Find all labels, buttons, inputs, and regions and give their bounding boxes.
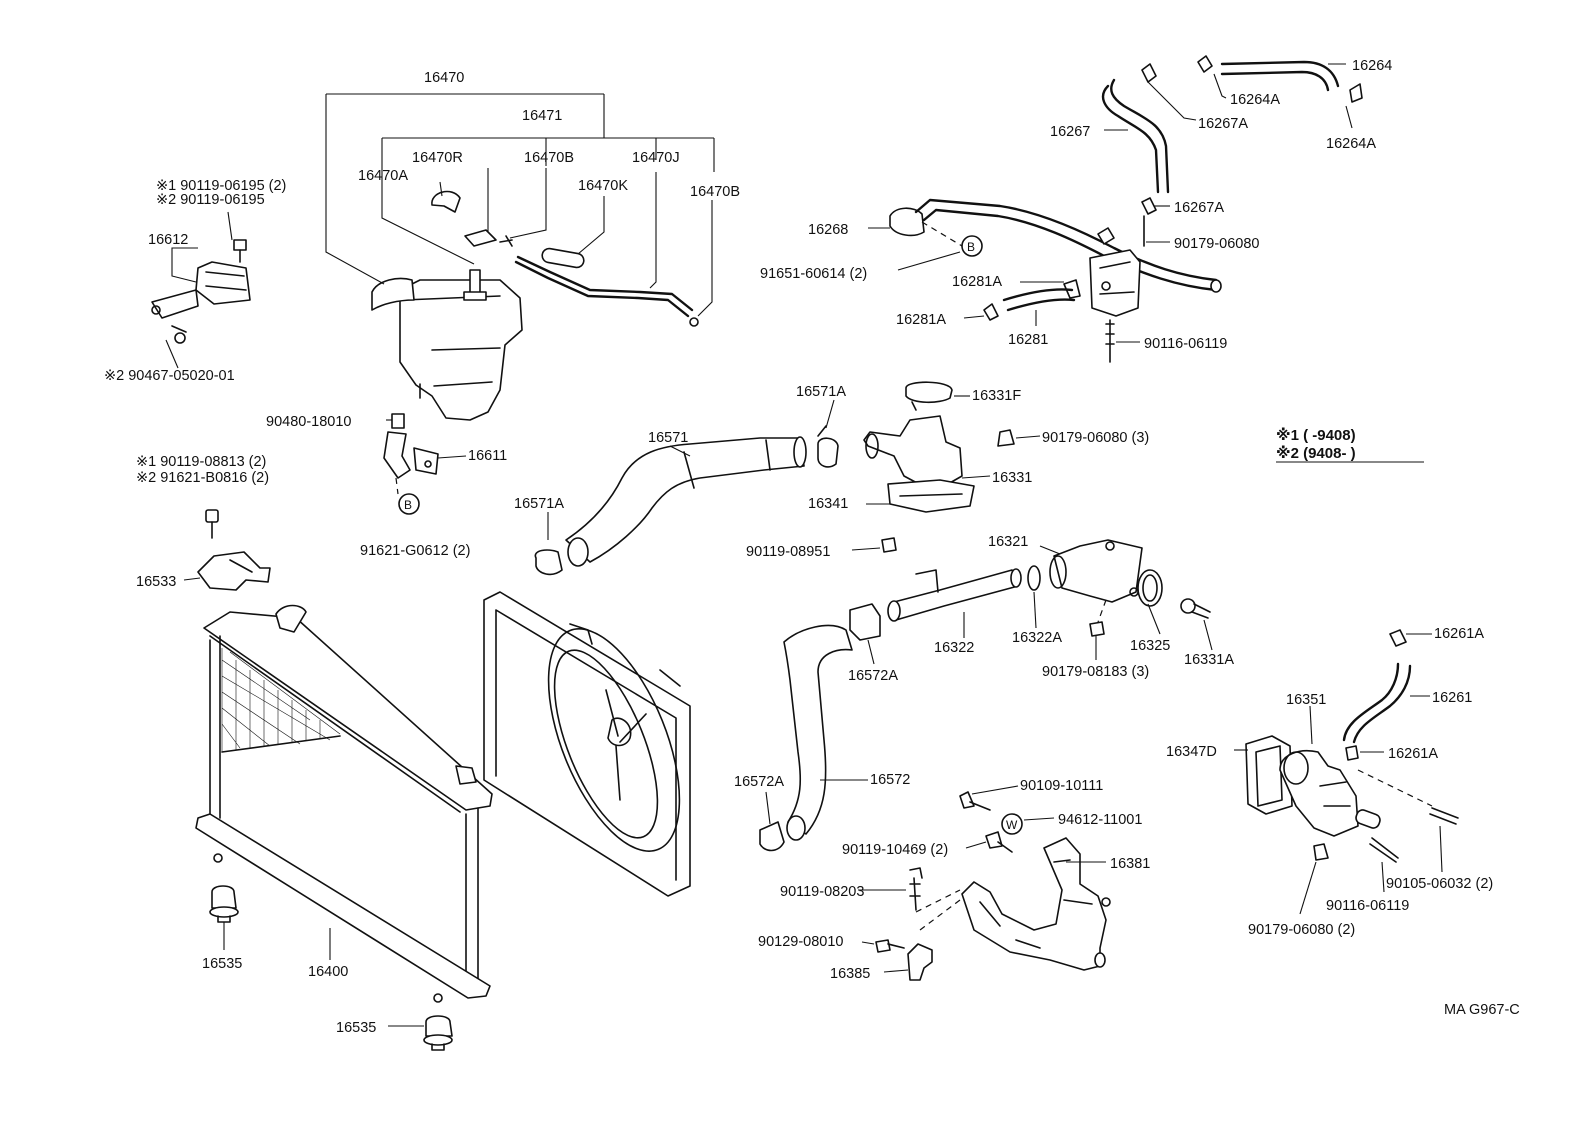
water-outlet-16331 [863,381,1041,513]
label-16572: 16572 [870,772,910,788]
thermostat-housing-16351 [1234,629,1459,915]
label-16264: 16264 [1352,58,1392,74]
mark-b-lower: B [404,498,412,512]
mark-w: W [1006,818,1018,832]
bracket-16533 [183,509,271,591]
label-90179-06080-2: 90179-06080 (2) [1248,922,1355,938]
reservoir-hoses [464,229,699,327]
label-16470r: 16470R [412,150,463,166]
label-90109-10111: 90109-10111 [1020,778,1103,794]
mark-b-upper: B [967,240,975,254]
note-91621-b0816: ※2 91621-B0816 (2) [136,470,269,486]
label-16331a: 16331A [1184,652,1234,668]
label-16351: 16351 [1286,692,1326,708]
label-16341: 16341 [808,496,848,512]
label-16385: 16385 [830,966,870,982]
note-90119-08813: ※1 90119-08813 (2) [136,454,266,470]
part-labels: 16470 16471 16470R 16470B 16470J 16470A … [104,58,1520,1036]
reservoir-cap-16470r [431,190,461,213]
label-16470j: 16470J [632,150,680,166]
label-16471: 16471 [522,108,562,124]
label-16322: 16322 [934,640,974,656]
label-16400: 16400 [308,964,348,980]
label-16261a-upper: 16261A [1434,626,1484,642]
label-16322a: 16322A [1012,630,1062,646]
label-16281: 16281 [1008,332,1048,348]
label-90119-10469: 90119-10469 (2) [842,842,948,858]
radiator-16400 [195,604,493,1003]
reservoir-leaders [325,93,715,317]
label-16470b-upper: 16470B [524,150,574,166]
label-16267a-lower: 16267A [1174,200,1224,216]
label-16264a-right: 16264A [1326,136,1376,152]
water-inlet-housing [963,215,1170,363]
label-16281a-lower: 16281A [896,312,946,328]
label-90179-06080: 90179-06080 [1174,236,1259,252]
label-16612: 16612 [148,232,188,248]
diagram-code: MA G967-C [1444,1002,1520,1018]
label-16572a-upper: 16572A [848,668,898,684]
label-16264a-left: 16264A [1230,92,1280,108]
label-16347d: 16347D [1166,744,1217,760]
note-90467-05020-01: ※2 90467-05020-01 [104,368,235,384]
label-16381: 16381 [1110,856,1150,872]
label-16268: 16268 [808,222,848,238]
label-16470k: 16470K [578,178,628,194]
water-bypass-pipe-16268 [868,198,1222,293]
bracket-16381 [858,785,1111,981]
label-16281a-upper: 16281A [952,274,1002,290]
label-16535-lower: 16535 [336,1020,376,1036]
label-90480-18010: 90480-18010 [266,414,351,430]
label-91621-g0612: 91621-G0612 (2) [360,543,470,559]
label-16470: 16470 [424,70,464,86]
label-90119-08951: 90119-08951 [746,544,830,560]
label-16261a-lower: 16261A [1388,746,1438,762]
label-90179-06080-3: 90179-06080 (3) [1042,430,1149,446]
bracket-16612 [151,211,251,369]
label-16325: 16325 [1130,638,1170,654]
hose-16571 [534,399,839,576]
label-90179-08183: 90179-08183 (3) [1042,664,1149,680]
label-16470a: 16470A [358,168,408,184]
note-90119-06195-1: ※1 90119-06195 (2) [156,178,286,194]
legend-period-2: ※2 (9408- ) [1276,444,1356,462]
hose-16572 [759,603,881,852]
label-16533: 16533 [136,574,176,590]
label-16470b-right: 16470B [690,184,740,200]
reservoir-tank [371,269,523,421]
label-16331f: 16331F [972,388,1021,404]
label-16572a-lower: 16572A [734,774,784,790]
label-16261: 16261 [1432,690,1472,706]
label-16331: 16331 [992,470,1032,486]
fan-shroud [483,591,691,897]
label-16535-upper: 16535 [202,956,242,972]
label-91651-60614: 91651-60614 (2) [760,266,867,282]
label-16571: 16571 [648,430,688,446]
water-inlet-pipe-16322 [851,537,1213,660]
legend-period-1: ※1 ( -9408) [1276,426,1356,444]
radiator-support-16535 [209,885,453,1051]
label-90116-06119-upper: 90116-06119 [1144,336,1227,352]
bracket-16611 [383,413,467,515]
label-94612-11001: 94612-11001 [1058,812,1142,828]
label-16611: 16611 [468,448,507,464]
label-16571a-lower: 16571A [514,496,564,512]
label-16571a-upper: 16571A [796,384,846,400]
label-90105-06032: 90105-06032 (2) [1386,876,1493,892]
label-16267: 16267 [1050,124,1090,140]
label-16267a-upper: 16267A [1198,116,1248,132]
note-90119-06195-2: ※2 90119-06195 [156,192,265,208]
label-16321: 16321 [988,534,1028,550]
label-90116-06119-lower: 90116-06119 [1326,898,1409,914]
label-90119-08203: 90119-08203 [780,884,864,900]
label-90129-08010: 90129-08010 [758,934,843,950]
bypass-hoses [1101,55,1363,215]
